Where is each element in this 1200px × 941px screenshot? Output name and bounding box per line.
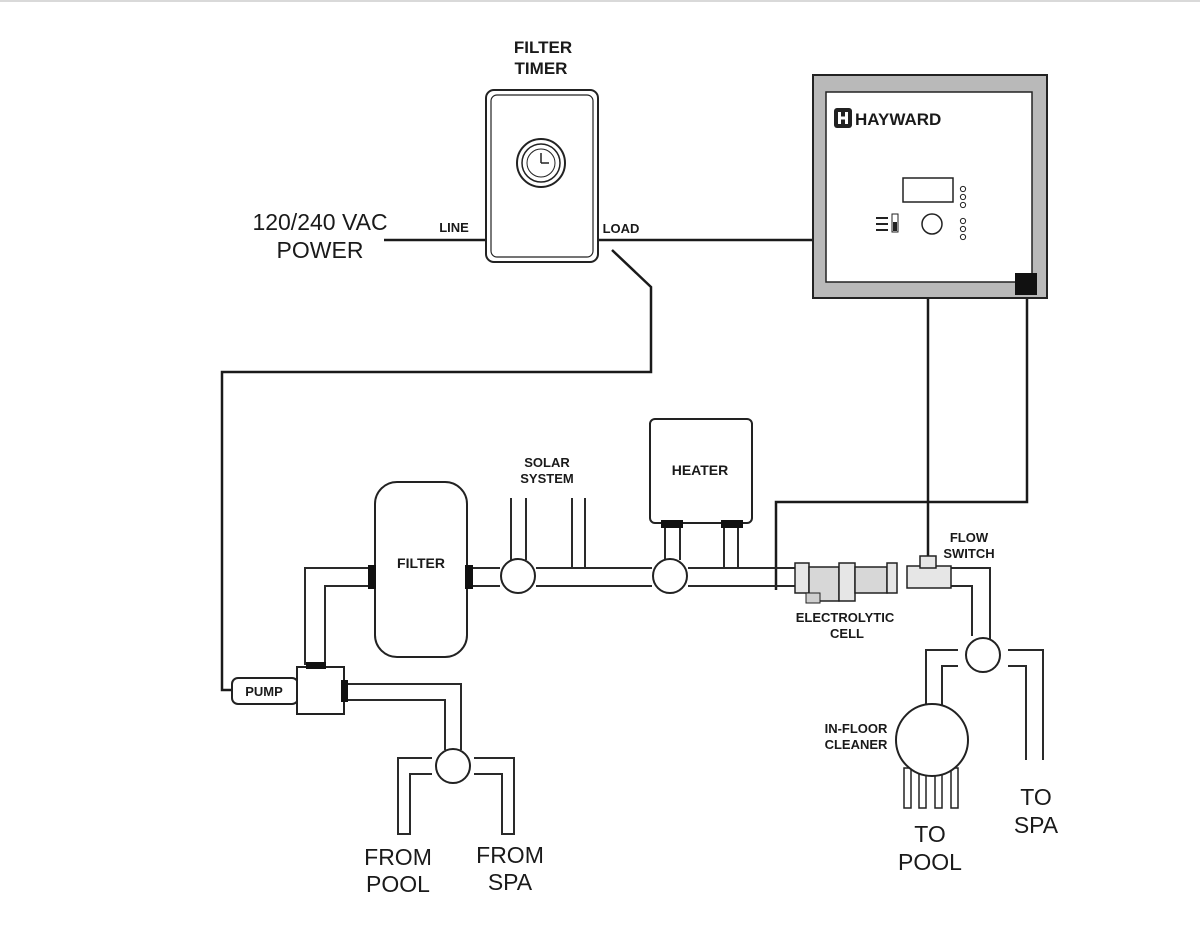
load-label: LOAD xyxy=(603,221,640,236)
hayward-logo-icon xyxy=(834,108,852,128)
brand-label: HAYWARD xyxy=(855,110,941,129)
cell-wire xyxy=(774,297,1029,590)
to-pool-label-1: TO xyxy=(914,821,946,847)
control-button xyxy=(921,213,943,235)
valve-icon xyxy=(500,558,536,594)
wiring xyxy=(220,238,1029,692)
filter-timer-label-2: TIMER xyxy=(515,59,568,78)
filter-timer-label-1: FILTER xyxy=(514,38,572,57)
filter-timer: FILTER TIMER xyxy=(485,38,599,263)
cell-label-1: ELECTROLYTIC xyxy=(796,610,895,625)
flow-switch xyxy=(906,555,952,589)
valve-icon xyxy=(652,558,688,594)
valve-icon xyxy=(435,748,471,784)
hayward-controller: HAYWARD xyxy=(812,74,1048,299)
status-leds xyxy=(959,185,967,241)
heater: HEATER xyxy=(649,418,753,528)
heater-label: HEATER xyxy=(672,462,729,478)
solar-label-1: SOLAR xyxy=(524,455,570,470)
cell-label-2: CELL xyxy=(830,626,864,641)
filter-label: FILTER xyxy=(397,555,445,571)
electrolytic-cell xyxy=(794,562,898,604)
power-label-2: POWER xyxy=(277,237,364,263)
valve-icon xyxy=(965,637,1001,673)
power-label-1: 120/240 VAC xyxy=(252,209,387,235)
solar-label-2: SYSTEM xyxy=(520,471,573,486)
heater-box xyxy=(649,418,753,524)
pump-icon xyxy=(231,662,348,715)
from-pool-label-1: FROM xyxy=(364,844,432,870)
cleaner-label-1: IN-FLOOR xyxy=(825,721,888,736)
pipes xyxy=(304,498,1044,835)
cleaner-label-2: CLEANER xyxy=(825,737,888,752)
from-pool-label-2: POOL xyxy=(366,871,430,897)
to-pool-label-2: POOL xyxy=(898,849,962,875)
filter: FILTER xyxy=(368,481,473,658)
display-window xyxy=(902,177,954,203)
from-spa-label-2: SPA xyxy=(488,869,533,895)
pump-label: PUMP xyxy=(245,684,283,699)
flow-switch-label-1: FLOW xyxy=(950,530,989,545)
from-spa-label-1: FROM xyxy=(476,842,544,868)
to-spa-label-1: TO xyxy=(1020,784,1052,810)
connector-block xyxy=(1015,273,1037,295)
in-floor-cleaner xyxy=(895,703,969,809)
to-spa-label-2: SPA xyxy=(1014,812,1059,838)
clock-icon xyxy=(516,138,566,188)
top-border xyxy=(0,0,1200,2)
mode-switch xyxy=(876,213,899,233)
line-label: LINE xyxy=(439,220,469,235)
flow-switch-label-2: SWITCH xyxy=(943,546,994,561)
pump-power-wire xyxy=(220,249,653,692)
